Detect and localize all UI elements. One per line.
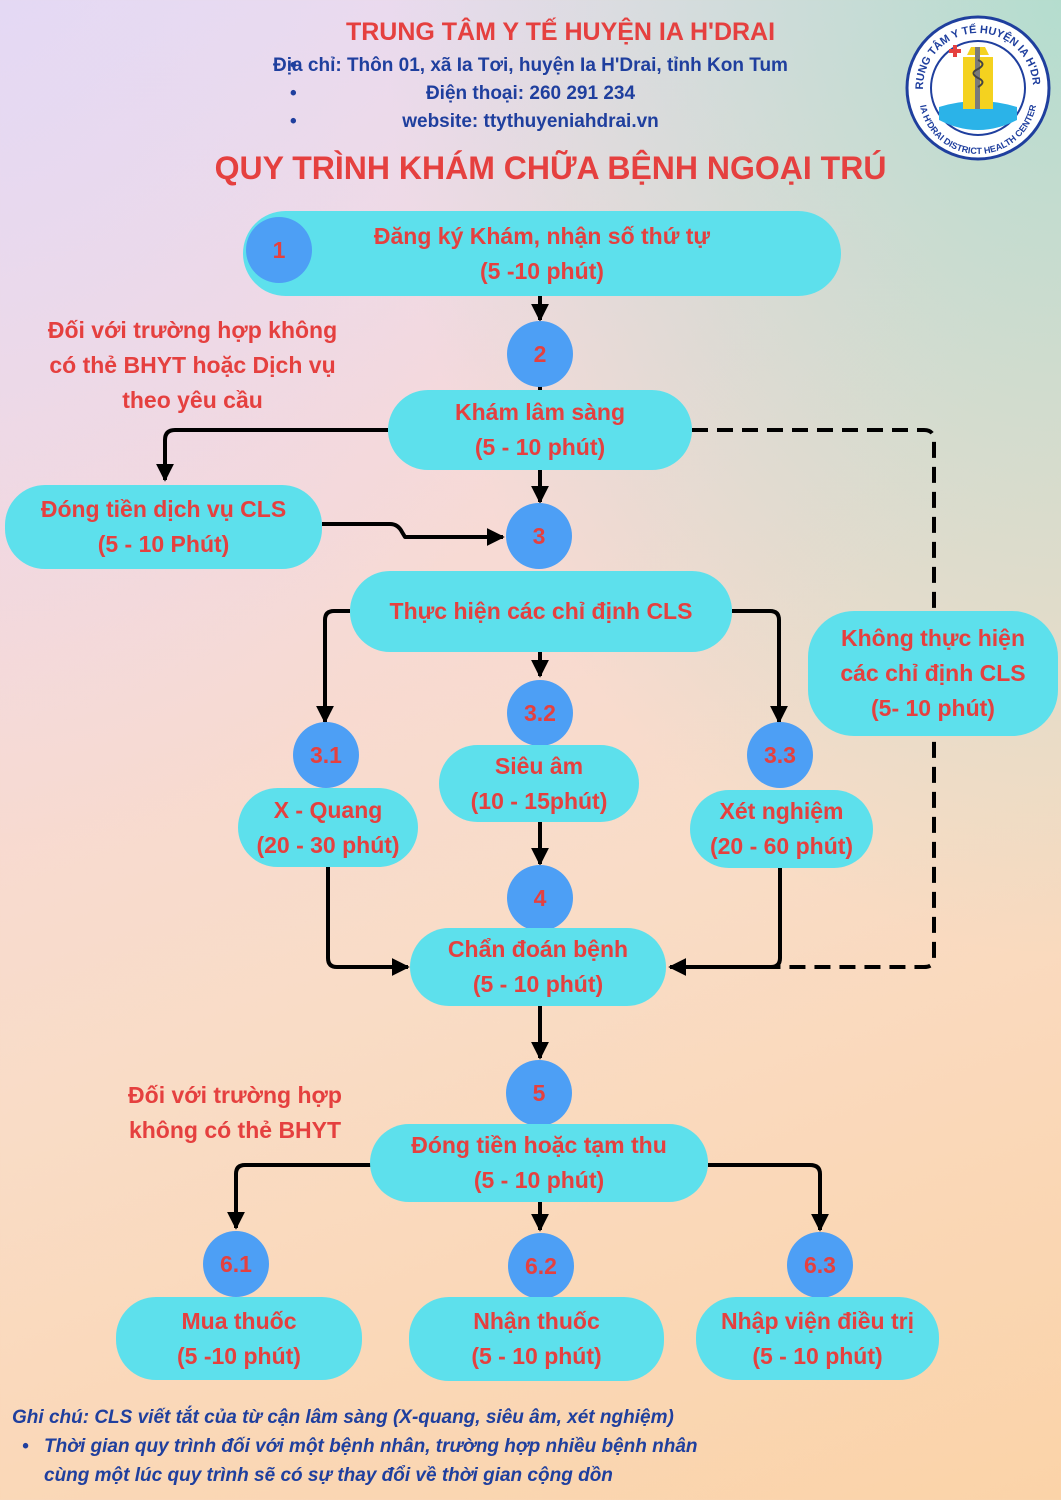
footer-note: Ghi chú: CLS viết tắt của từ cận lâm sàn… — [12, 1407, 674, 1428]
step-number-3-3: 3.3 — [747, 722, 813, 788]
step-receive-medicine: Nhận thuốc (5 - 10 phút) — [409, 1297, 664, 1381]
step-duration: (5- 10 phút) — [871, 695, 995, 721]
step-number-4: 4 — [507, 865, 573, 931]
step-label: các chỉ định CLS — [840, 660, 1026, 686]
arrow-31-to-diag — [326, 867, 410, 976]
bullet: • — [290, 111, 297, 132]
step-duration: (5 - 10 phút) — [471, 1343, 602, 1369]
step-register: Đăng ký Khám, nhận số thứ tự (5 -10 phút… — [243, 211, 841, 296]
note-no-insurance: Đối với trường hợp không có thẻ BHYT — [100, 1078, 370, 1148]
step-duration: (5 -10 phút) — [480, 257, 604, 284]
address-text: Địa chỉ: Thôn 01, xã Ia Tơi, huyện Ia H'… — [273, 55, 788, 76]
step-duration: (5 - 10 phút) — [473, 1167, 605, 1193]
step-duration: (20 - 60 phút) — [709, 833, 854, 859]
step-label: Nhập viện điều trị — [721, 1307, 914, 1334]
step-label: Thực hiện các chỉ định CLS — [389, 598, 693, 624]
step-pay-cls: Đóng tiền dịch vụ CLS (5 - 10 Phút) — [5, 485, 322, 569]
arrow-exam-to-paycls — [156, 428, 388, 482]
footer-line-1: Thời gian quy trình đối với một bệnh nhâ… — [44, 1436, 698, 1457]
arrow-5-to-61 — [227, 1163, 372, 1230]
note-line: không có thẻ BHYT — [128, 1117, 342, 1143]
step-label: Đăng ký Khám, nhận số thứ tự — [373, 222, 711, 249]
step-number-3-2: 3.2 — [507, 680, 573, 746]
note-line: Đối với trường hợp — [128, 1082, 342, 1108]
address-line: • Địa chỉ: Thôn 01, xã Ia Tơi, huyện Ia … — [0, 55, 1061, 77]
step-number-1: 1 — [246, 217, 312, 283]
arrow-paycls-to-3 — [322, 522, 505, 546]
step-label: Chẩn đoán bệnh — [447, 936, 629, 962]
step-duration: (5 - 10 phút) — [472, 971, 604, 997]
step-xray: X - Quang (20 - 30 phút) — [238, 788, 418, 867]
arrow-33-to-diag — [668, 868, 782, 976]
step-label: X - Quang — [273, 796, 383, 823]
step-clinical-exam: Khám lâm sàng (5 - 10 phút) — [388, 390, 692, 470]
step-number-6-1: 6.1 — [203, 1231, 269, 1297]
step-duration: (5 -10 phút) — [177, 1342, 301, 1369]
step-duration: (5 - 10 Phút) — [97, 531, 230, 557]
note-line: Đối với trường hợp không — [47, 317, 338, 343]
step-number-2: 2 — [507, 321, 573, 387]
phone-text: Điện thoại: 260 291 234 — [425, 83, 636, 104]
step-label: Mua thuốc — [181, 1307, 297, 1334]
phone-line: • Điện thoại: 260 291 234 — [0, 83, 1061, 105]
website-link[interactable]: website: ttythuyeniahdrai.vn — [402, 111, 659, 132]
step-number-5: 5 — [506, 1060, 572, 1126]
footer-bullet: • — [22, 1436, 29, 1457]
step-duration: (10 - 15phút) — [470, 787, 608, 814]
website-line: • website: ttythuyeniahdrai.vn — [0, 111, 1061, 133]
step-number-6-3: 6.3 — [787, 1232, 853, 1298]
step-label: Xét nghiệm — [719, 798, 844, 824]
arrow-5-to-63 — [708, 1163, 829, 1232]
page-title: QUY TRÌNH KHÁM CHỮA BỆNH NGOẠI TRÚ — [214, 150, 887, 186]
arrow-cls-to-31 — [316, 609, 350, 724]
organization-name: TRUNG TÂM Y TẾ HUYỆN IA H'DRAI — [345, 18, 776, 46]
step-ultrasound: Siêu âm (10 - 15phút) — [439, 745, 639, 822]
step-label: Nhận thuốc — [473, 1308, 600, 1334]
bullet: • — [290, 83, 297, 104]
health-center-logo: TRUNG TÂM Y TẾ HUYỆN IA H'DRAI IA H'DRAI… — [905, 15, 1051, 161]
step-label: Khám lâm sàng — [455, 399, 625, 425]
step-duration: (5 - 10 phút) — [752, 1342, 883, 1369]
step-duration: (5 - 10 phút) — [474, 434, 606, 460]
step-buy-medicine: Mua thuốc (5 -10 phút) — [116, 1297, 362, 1380]
note-line: theo yêu cầu — [122, 387, 263, 413]
bullet: • — [290, 55, 297, 76]
step-label: Siêu âm — [494, 752, 584, 779]
step-perform-cls: Thực hiện các chỉ định CLS — [350, 571, 732, 652]
step-label: Không thực hiện — [840, 625, 1026, 651]
step-label: Đóng tiền hoặc tạm thu — [411, 1132, 667, 1158]
note-no-insurance-service: Đối với trường hợp không có thẻ BHYT hoặ… — [20, 313, 365, 418]
step-number-6-2: 6.2 — [508, 1233, 574, 1299]
step-diagnosis: Chẩn đoán bệnh (5 - 10 phút) — [410, 928, 666, 1006]
step-label: Đóng tiền dịch vụ CLS — [40, 496, 287, 522]
arrow-cls-to-33 — [732, 609, 788, 724]
step-number-3-1: 3.1 — [293, 722, 359, 788]
note-line: có thẻ BHYT hoặc Dịch vụ — [49, 352, 336, 378]
step-payment: Đóng tiền hoặc tạm thu (5 - 10 phút) — [370, 1124, 708, 1202]
step-number-3: 3 — [506, 503, 572, 569]
footer-line-2: cùng một lúc quy trình sẽ có sự thay đổi… — [44, 1465, 613, 1486]
step-lab-test: Xét nghiệm (20 - 60 phút) — [690, 790, 873, 868]
step-hospitalization: Nhập viện điều trị (5 - 10 phút) — [696, 1297, 939, 1380]
step-duration: (20 - 30 phút) — [256, 831, 400, 858]
step-no-cls: Không thực hiện các chỉ định CLS (5- 10 … — [808, 611, 1058, 736]
